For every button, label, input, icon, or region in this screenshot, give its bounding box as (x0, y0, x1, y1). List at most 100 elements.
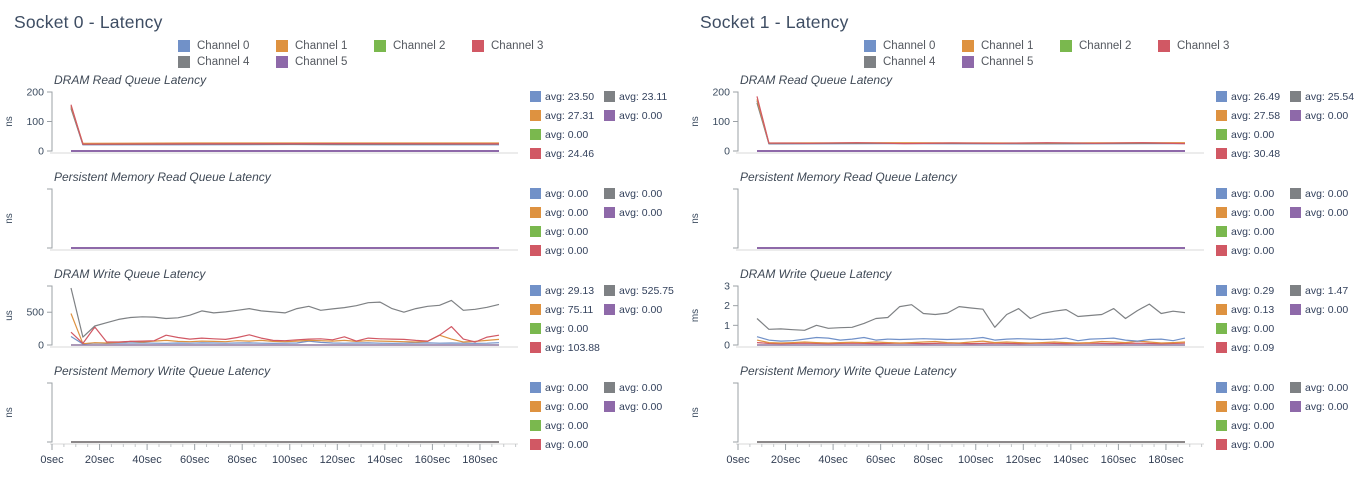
avg-item-channel-2[interactable]: avg: 0.00 (530, 125, 604, 144)
avg-item-channel-3[interactable]: avg: 0.00 (1216, 435, 1290, 454)
avg-swatch (1290, 304, 1301, 315)
avg-item-channel-5[interactable]: avg: 0.00 (1290, 106, 1364, 125)
legend-item-channel-2[interactable]: Channel 2 (1060, 40, 1158, 52)
avg-item-channel-2[interactable]: avg: 0.00 (530, 416, 604, 435)
avg-swatch (604, 207, 615, 218)
legend-item-channel-2[interactable]: Channel 2 (374, 40, 472, 52)
legend-item-channel-1[interactable]: Channel 1 (276, 40, 374, 52)
avg-item-channel-1[interactable]: avg: 0.00 (1216, 203, 1290, 222)
legend-swatch (1060, 40, 1072, 52)
avg-item-channel-5[interactable]: avg: 0.00 (1290, 300, 1364, 319)
avg-item-channel-2[interactable]: avg: 0.00 (1216, 125, 1290, 144)
y-tick-label: 0 (724, 146, 730, 158)
avg-swatch (1216, 226, 1227, 237)
legend-item-channel-0[interactable]: Channel 0 (864, 40, 962, 52)
avg-swatch (530, 245, 541, 256)
avg-item-channel-3[interactable]: avg: 103.88 (530, 338, 604, 357)
avg-label: avg: 0.00 (619, 303, 663, 316)
avg-item-channel-3[interactable]: avg: 24.46 (530, 144, 604, 163)
avg-item-channel-5[interactable]: avg: 0.00 (1290, 203, 1364, 222)
avg-item-channel-2[interactable]: avg: 0.00 (1216, 319, 1290, 338)
avg-item-channel-0[interactable]: avg: 29.13 (530, 281, 604, 300)
avg-item-channel-2[interactable]: avg: 0.00 (1216, 222, 1290, 241)
legend-item-channel-4[interactable]: Channel 4 (864, 56, 962, 68)
line-chart-svg: ns (4, 188, 518, 251)
avg-item-channel-1[interactable]: avg: 75.11 (530, 300, 604, 319)
avg-item-channel-3[interactable]: avg: 30.48 (1216, 144, 1290, 163)
legend-item-channel-1[interactable]: Channel 1 (962, 40, 1060, 52)
chart-title: DRAM Read Queue Latency (54, 73, 207, 87)
avg-item-channel-0[interactable]: avg: 0.00 (530, 378, 604, 397)
avg-item-channel-3[interactable]: avg: 0.00 (1216, 241, 1290, 260)
avg-item-channel-0[interactable]: avg: 26.49 (1216, 87, 1290, 106)
avg-label: avg: 27.58 (1231, 109, 1281, 122)
avg-label: avg: 0.00 (545, 381, 589, 394)
avg-item-channel-1[interactable]: avg: 27.58 (1216, 106, 1290, 125)
avg-item-channel-3[interactable]: avg: 0.09 (1216, 338, 1290, 357)
avg-swatch (1216, 342, 1227, 353)
avg-swatch (1216, 439, 1227, 450)
avg-item-channel-0[interactable]: avg: 0.29 (1216, 281, 1290, 300)
avg-item-channel-2[interactable]: avg: 0.00 (530, 319, 604, 338)
series-line-ch3 (70, 104, 500, 145)
avg-item-channel-0[interactable]: avg: 23.50 (530, 87, 604, 106)
avg-label: avg: 27.31 (545, 109, 595, 122)
avg-item-channel-0[interactable]: avg: 0.00 (530, 184, 604, 203)
avg-item-channel-4[interactable]: avg: 0.00 (604, 184, 678, 203)
avg-item-channel-3[interactable]: avg: 0.00 (530, 435, 604, 454)
avg-item-channel-4[interactable]: avg: 1.47 (1290, 281, 1364, 300)
avg-item-channel-1[interactable]: avg: 27.31 (530, 106, 604, 125)
avg-item-channel-2[interactable]: avg: 0.00 (530, 222, 604, 241)
legend-item-channel-5[interactable]: Channel 5 (962, 56, 1060, 68)
x-tick-label: 180sec (1148, 454, 1184, 466)
x-tick-label: 80sec (914, 454, 944, 466)
avg-item-channel-4[interactable]: avg: 25.54 (1290, 87, 1364, 106)
avg-item-channel-5[interactable]: avg: 0.00 (604, 397, 678, 416)
avg-label: avg: 0.13 (1231, 303, 1275, 316)
avg-item-channel-1[interactable]: avg: 0.13 (1216, 300, 1290, 319)
avg-item-channel-5[interactable]: avg: 0.00 (604, 300, 678, 319)
legend-item-channel-3[interactable]: Channel 3 (1158, 40, 1256, 52)
avg-item-channel-4[interactable]: avg: 0.00 (1290, 184, 1364, 203)
avg-item-channel-4[interactable]: avg: 525.75 (604, 281, 678, 300)
legend-item-channel-5[interactable]: Channel 5 (276, 56, 374, 68)
legend-swatch (472, 40, 484, 52)
avg-item-channel-4[interactable]: avg: 0.00 (1290, 378, 1364, 397)
legend-item-channel-3[interactable]: Channel 3 (472, 40, 570, 52)
avg-item-channel-5[interactable]: avg: 0.00 (1290, 397, 1364, 416)
avg-swatch (604, 285, 615, 296)
legend-item-channel-4[interactable]: Channel 4 (178, 56, 276, 68)
series-line-ch3 (756, 96, 1186, 145)
avg-item-channel-5[interactable]: avg: 0.00 (604, 203, 678, 222)
avg-item-channel-2[interactable]: avg: 0.00 (1216, 416, 1290, 435)
avg-swatch (1216, 420, 1227, 431)
avg-item-channel-0[interactable]: avg: 0.00 (1216, 184, 1290, 203)
legend-item-channel-0[interactable]: Channel 0 (178, 40, 276, 52)
avg-label: avg: 0.00 (1231, 381, 1275, 394)
avg-item-channel-1[interactable]: avg: 0.00 (530, 397, 604, 416)
avg-label: avg: 0.00 (545, 187, 589, 200)
avg-item-channel-3[interactable]: avg: 0.00 (530, 241, 604, 260)
legend-swatch (962, 56, 974, 68)
avg-label: avg: 0.00 (1305, 303, 1349, 316)
avg-item-channel-4[interactable]: avg: 0.00 (604, 378, 678, 397)
avg-item-channel-1[interactable]: avg: 0.00 (530, 203, 604, 222)
avg-item-channel-5[interactable]: avg: 0.00 (604, 106, 678, 125)
avg-swatch (604, 304, 615, 315)
avg-item-channel-1[interactable]: avg: 0.00 (1216, 397, 1290, 416)
y-tick-label: 200 (712, 87, 730, 99)
x-tick-label: 140sec (367, 454, 403, 466)
avg-label: avg: 0.00 (619, 187, 663, 200)
avg-item-channel-0[interactable]: avg: 0.00 (1216, 378, 1290, 397)
avg-item-channel-4[interactable]: avg: 23.11 (604, 87, 678, 106)
avg-swatch (1216, 285, 1227, 296)
y-tick-label: 500 (26, 307, 44, 319)
avg-label: avg: 0.00 (1231, 128, 1275, 141)
